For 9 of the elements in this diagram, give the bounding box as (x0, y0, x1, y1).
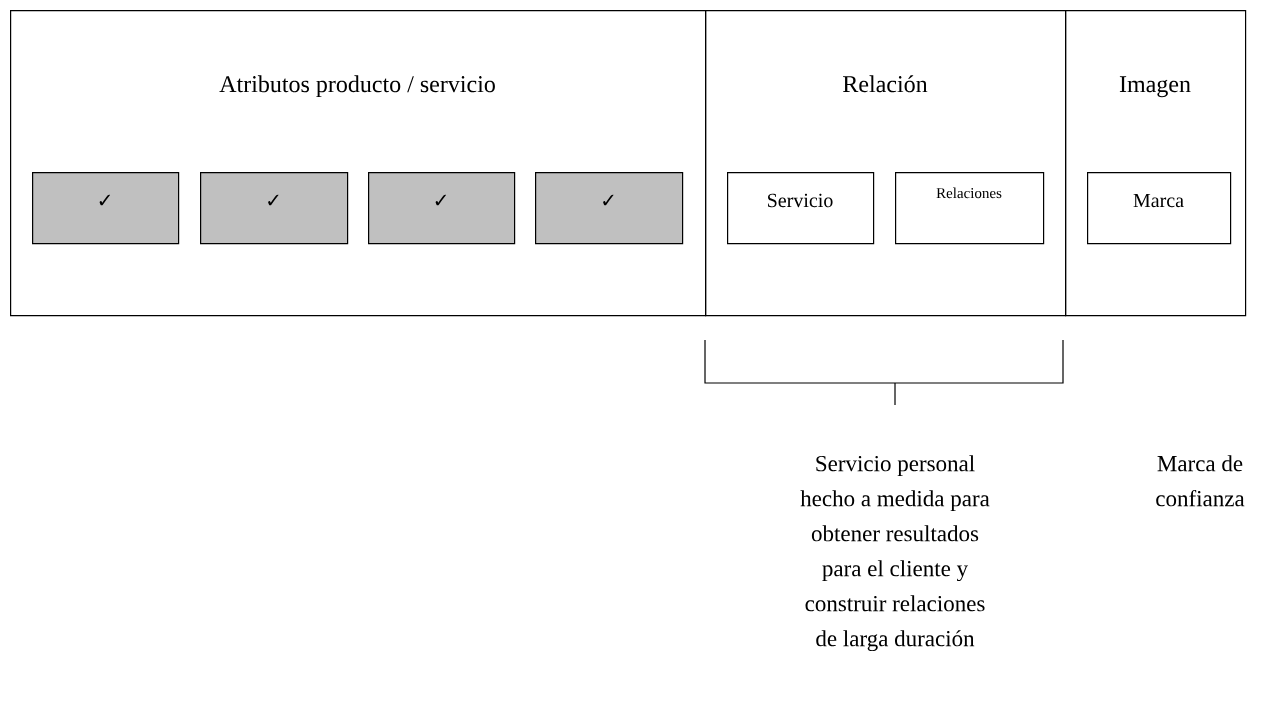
label-box: Marca (1087, 172, 1232, 245)
check-box: ✓ (200, 172, 349, 245)
check-box: ✓ (368, 172, 516, 245)
note-text: Marca de confianza (1156, 455, 1245, 507)
check-box: ✓ (535, 172, 684, 245)
check-box: ✓ (32, 172, 180, 245)
label-box: Relaciones (895, 172, 1045, 245)
note-text: Servicio personal hecho a medida para obtener resultados para el cliente y construir relaciones de larga duración (800, 455, 990, 652)
label-box: Servicio (727, 172, 875, 245)
